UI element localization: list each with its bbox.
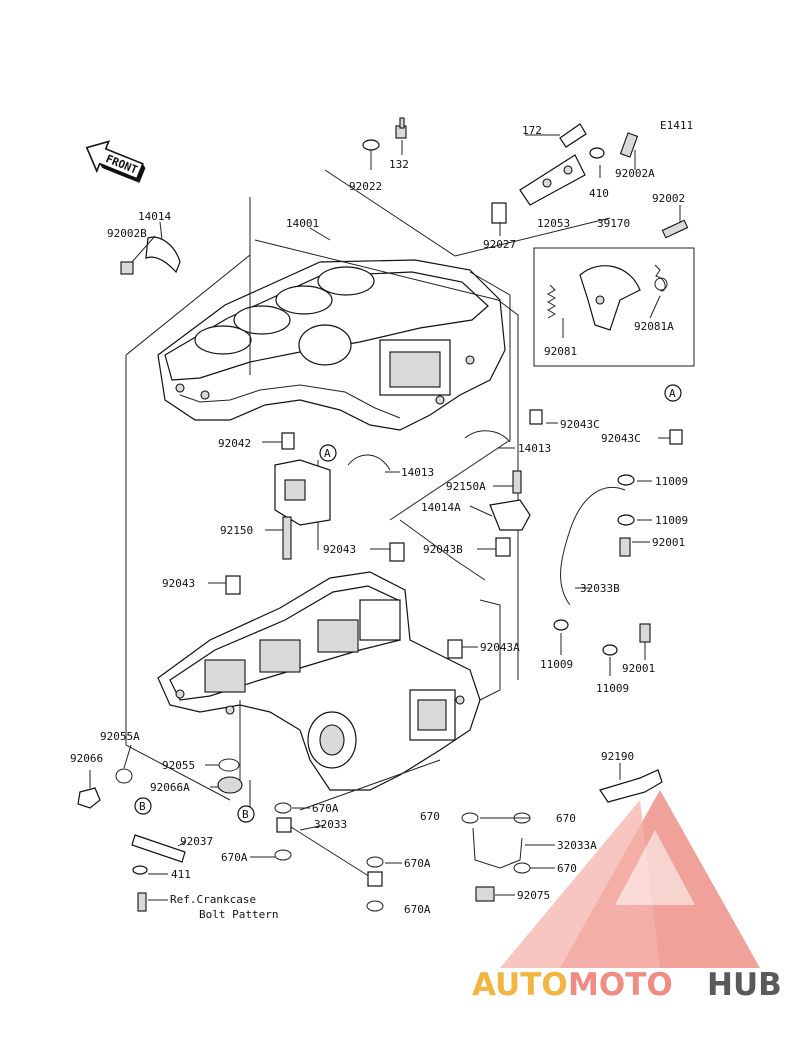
label-411: 411: [171, 868, 191, 881]
label-92081: 92081: [544, 345, 577, 358]
callout-a-right: A: [669, 387, 676, 400]
label-32033a: 32033A: [557, 839, 597, 852]
label-92002: 92002: [652, 192, 685, 205]
watermark-triangle: [500, 790, 760, 968]
oil-line-right: [553, 474, 651, 656]
watermark-auto: AUTO: [472, 967, 568, 1003]
label-92002a: 92002A: [615, 167, 655, 180]
diagram-code: E1411: [660, 119, 693, 132]
watermark-hub: HUB: [707, 967, 782, 1003]
label-32033: 32033: [314, 818, 347, 831]
ref-bolt-pattern-label: Bolt Pattern: [199, 908, 278, 921]
label-14014a: 14014A: [421, 501, 461, 514]
breather-box: [533, 247, 695, 367]
label-132: 132: [389, 158, 409, 171]
label-92043a: 92043A: [480, 641, 520, 654]
label-92066: 92066: [70, 752, 103, 765]
upper-crankcase: [157, 259, 506, 431]
label-92075: 92075: [517, 889, 550, 902]
label-92043-2: 92043: [162, 577, 195, 590]
top-bolts: [120, 117, 407, 275]
label-14014: 14014: [138, 210, 171, 223]
leader-lines: [89, 134, 681, 901]
label-92150: 92150: [220, 524, 253, 537]
label-92055a: 92055A: [100, 730, 140, 743]
label-11009-4: 11009: [596, 682, 629, 695]
label-39170: 39170: [597, 217, 630, 230]
label-14013-1: 14013: [518, 442, 551, 455]
label-670-2: 670: [556, 812, 576, 825]
label-92002b: 92002B: [107, 227, 147, 240]
label-92001-1: 92001: [652, 536, 685, 549]
watermark-moto: MOTO: [568, 967, 673, 1003]
label-11009-3: 11009: [540, 658, 573, 671]
callouts: A A B B: [134, 384, 682, 823]
front-arrow-icon: FRONT: [85, 140, 146, 183]
label-92066a: 92066A: [150, 781, 190, 794]
label-670a-4: 670A: [404, 903, 431, 916]
label-92043c-1: 92043C: [560, 418, 600, 431]
label-92190: 92190: [601, 750, 634, 763]
label-14013-2: 14013: [401, 466, 434, 479]
callout-b-left: B: [139, 800, 146, 813]
label-670-3: 670: [557, 862, 577, 875]
ref-crankcase-label: Ref.Crankcase: [170, 893, 256, 906]
label-92043b: 92043B: [423, 543, 463, 556]
bearings: [225, 409, 683, 659]
label-92027: 92027: [483, 238, 516, 251]
label-670-1: 670: [420, 810, 440, 823]
label-14001: 14001: [286, 217, 319, 230]
label-92150a: 92150A: [446, 480, 486, 493]
label-92001-2: 92001: [622, 662, 655, 675]
label-410: 410: [589, 187, 609, 200]
label-92037: 92037: [180, 835, 213, 848]
label-92055: 92055: [162, 759, 195, 772]
label-92022: 92022: [349, 180, 382, 193]
label-172: 172: [522, 124, 542, 137]
label-670a-2: 670A: [221, 851, 248, 864]
label-92043c-2: 92043C: [601, 432, 641, 445]
label-11009-2: 11009: [655, 514, 688, 527]
chain-guide: [491, 123, 689, 239]
watermark-logo: AUTO MOTO HUB: [472, 967, 782, 1003]
lower-parts: [77, 758, 663, 912]
label-12053: 12053: [537, 217, 570, 230]
label-32033b: 32033B: [580, 582, 620, 595]
callout-b-lower: B: [242, 808, 249, 821]
callout-a-left: A: [324, 447, 331, 460]
part-labels: 172 132 92022 92002A 410 14014 92002B 14…: [70, 124, 688, 921]
label-670a-1: 670A: [312, 802, 339, 815]
label-11009-1: 11009: [655, 475, 688, 488]
lower-crankcase: [157, 571, 481, 791]
label-92042: 92042: [218, 437, 251, 450]
label-92081a: 92081A: [634, 320, 674, 333]
label-670a-3: 670A: [404, 857, 431, 870]
label-92043-1: 92043: [323, 543, 356, 556]
